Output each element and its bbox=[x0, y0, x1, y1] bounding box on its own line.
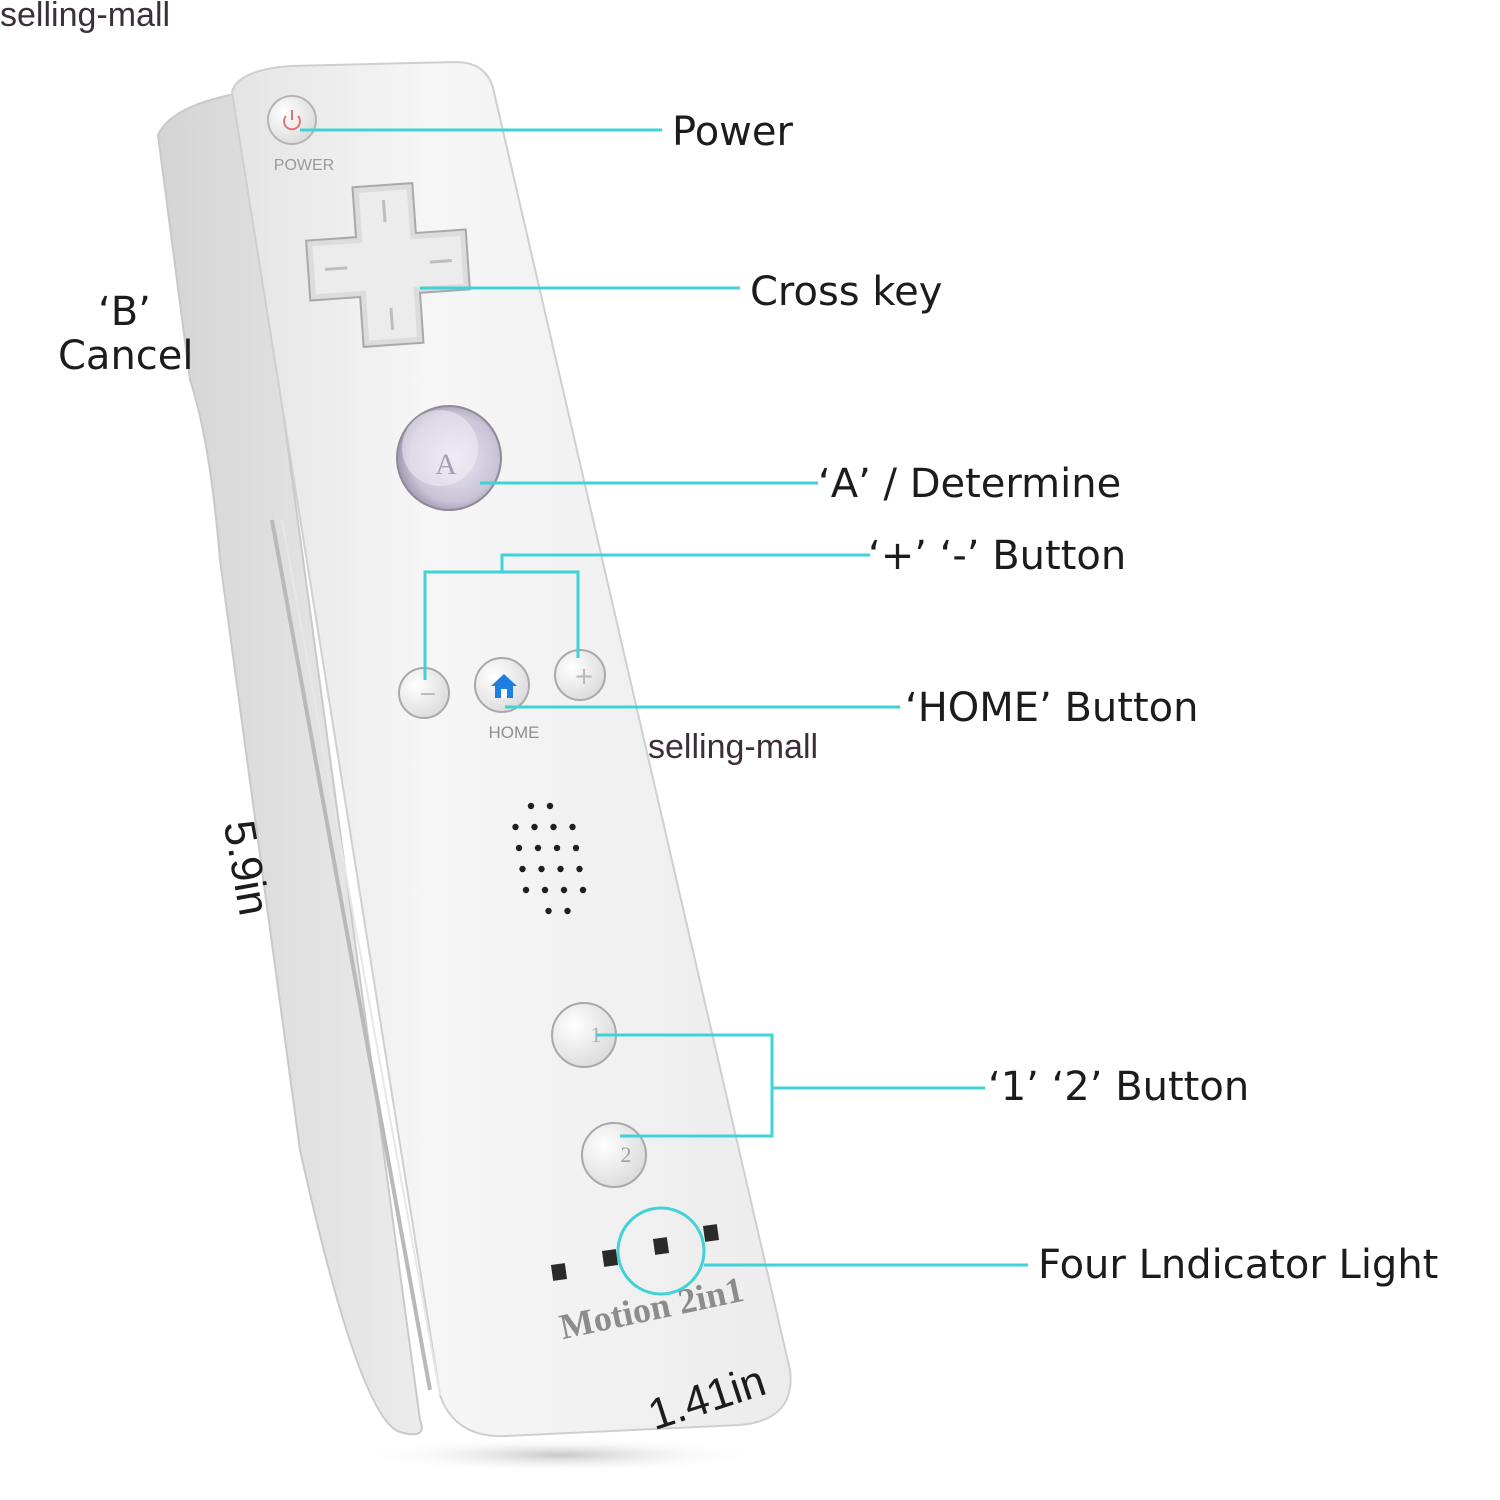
plus-minus-label: ‘+’ ‘-’ Button bbox=[868, 533, 1127, 579]
speaker-hole bbox=[515, 844, 523, 852]
a-button-letter: A bbox=[435, 448, 457, 481]
home-button-label: ‘HOME’ Button bbox=[905, 685, 1199, 731]
speaker-hole bbox=[522, 886, 530, 894]
indicator-light-3 bbox=[652, 1237, 670, 1255]
cross-key[interactable] bbox=[303, 180, 474, 351]
speaker-hole bbox=[553, 844, 561, 852]
minus-symbol: − bbox=[419, 682, 437, 707]
speaker-grille bbox=[512, 802, 587, 915]
b-button-label-line2: Cancel bbox=[58, 333, 194, 379]
speaker-hole bbox=[550, 823, 557, 831]
speaker-hole bbox=[564, 907, 571, 915]
side-groove-2 bbox=[281, 519, 441, 1396]
speaker-hole bbox=[538, 865, 545, 873]
speaker-hole bbox=[576, 865, 583, 873]
watermark-middle: selling-mall bbox=[648, 728, 819, 766]
watermark-top: selling-mall bbox=[0, 0, 171, 34]
indicator-light-2 bbox=[601, 1249, 619, 1267]
speaker-hole bbox=[560, 886, 568, 894]
indicator-light-label: Four Lndicator Light bbox=[1038, 1242, 1439, 1288]
button-two[interactable] bbox=[581, 1122, 647, 1188]
indicator-light-1 bbox=[550, 1263, 568, 1281]
speaker-hole bbox=[545, 907, 552, 915]
a-button-label: ‘A’ / Determine bbox=[818, 461, 1122, 507]
button-two-label: 2 bbox=[621, 1142, 632, 1167]
one-two-button-label: ‘1’ ‘2’ Button bbox=[988, 1064, 1250, 1110]
speaker-hole bbox=[546, 802, 554, 810]
callout-lines bbox=[300, 128, 1028, 1296]
plus-button[interactable] bbox=[554, 649, 606, 701]
speaker-hole bbox=[527, 802, 535, 810]
speaker-hole bbox=[572, 844, 580, 852]
indicator-light-4 bbox=[702, 1224, 720, 1242]
floor-shadow bbox=[360, 1437, 760, 1473]
plus-symbol: + bbox=[574, 662, 594, 690]
speaker-hole bbox=[557, 865, 564, 873]
one-two-callout-bracket bbox=[596, 1033, 774, 1138]
b-button-label-line1: ‘B’ bbox=[98, 289, 151, 335]
speaker-hole bbox=[512, 823, 519, 831]
a-button-highlight bbox=[402, 410, 478, 486]
power-label: POWER bbox=[274, 157, 334, 174]
power-label-callout: Power bbox=[672, 109, 793, 155]
plus-minus-callout-branch bbox=[500, 553, 870, 572]
speaker-hole bbox=[541, 886, 549, 894]
cross-key-label: Cross key bbox=[750, 269, 943, 315]
speaker-hole bbox=[534, 844, 542, 852]
home-label: HOME bbox=[489, 723, 540, 742]
remote-front bbox=[230, 60, 792, 1438]
remote-side bbox=[156, 94, 423, 1436]
indicator-callout-circle bbox=[616, 1206, 706, 1296]
side-groove bbox=[270, 519, 432, 1391]
speaker-hole bbox=[519, 865, 526, 873]
home-icon bbox=[491, 674, 517, 698]
power-icon bbox=[283, 110, 301, 131]
speaker-hole bbox=[579, 886, 587, 894]
speaker-hole bbox=[531, 823, 538, 831]
speaker-hole bbox=[569, 823, 576, 831]
